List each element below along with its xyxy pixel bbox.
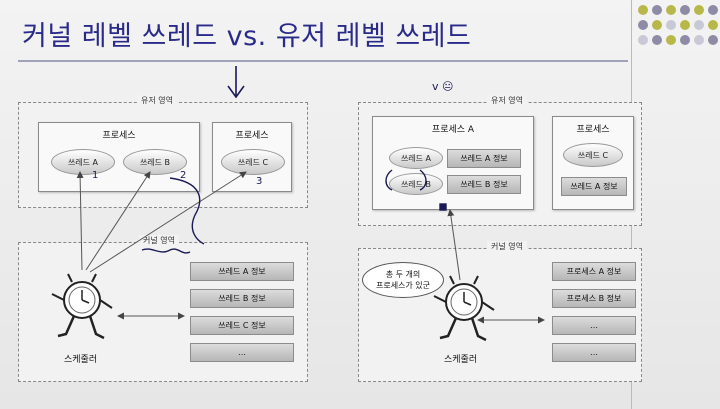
process-label: 프로세스 — [102, 131, 136, 141]
thread-a-oval: 쓰레드 A — [389, 147, 443, 169]
user-level-lines — [447, 209, 545, 324]
slide-title: 커널 레벨 쓰레드 vs. 유저 레벨 쓰레드 — [22, 21, 472, 52]
speech-bubble: 총 두 개의 프로세스가 있군 — [362, 262, 444, 298]
hand-arrow-icon — [227, 66, 245, 99]
user-region-label: 유저 영역 — [137, 95, 177, 106]
info-block: … — [552, 316, 636, 335]
process-label: 프로세스 A — [431, 125, 475, 135]
process-label: 프로세스 — [576, 125, 610, 135]
dot-icon — [652, 5, 662, 15]
dot-icon — [638, 35, 648, 45]
info-block: 쓰레드 B 정보 — [190, 289, 294, 308]
thread-c-oval: 쓰레드 C — [221, 149, 285, 175]
dot-icon — [666, 5, 676, 15]
decorative-dots — [638, 2, 720, 52]
scheduler-clock-icon — [433, 275, 495, 342]
scheduler-label: 스케줄러 — [64, 355, 98, 365]
hand-curve-icon — [141, 177, 205, 254]
title-divider — [18, 60, 628, 62]
thread-b-oval: 쓰레드 B — [123, 149, 187, 175]
scheduler-label: 스케줄러 — [444, 355, 478, 365]
annotation-note: v 😐 — [432, 80, 454, 93]
info-block: 쓰레드 C 정보 — [190, 316, 294, 335]
dot-icon — [638, 5, 648, 15]
scheduler-clock-icon — [51, 273, 113, 340]
kernel-level-process-box: 프로세스 쓰레드 A 쓰레드 B — [38, 122, 200, 192]
info-block: … — [552, 343, 636, 362]
dot-icon — [638, 20, 648, 30]
user-region-label: 유저 영역 — [487, 95, 527, 106]
dot-icon — [708, 20, 718, 30]
user-level-process-a-box: 프로세스 A 쓰레드 A 쓰레드 B 쓰레드 A 정보 쓰레드 B 정보 — [372, 116, 534, 210]
dot-icon — [666, 20, 676, 30]
thread-b-oval: 쓰레드 B — [389, 173, 443, 195]
dot-icon — [680, 35, 690, 45]
dot-icon — [680, 20, 690, 30]
dot-icon — [680, 5, 690, 15]
annotation-2: 2 — [180, 170, 187, 181]
user-level-process-box-2: 프로세스 쓰레드 C 쓰레드 A 정보 — [552, 116, 634, 210]
dot-icon — [652, 20, 662, 30]
info-block: 쓰레드 A 정보 — [447, 149, 521, 168]
dot-icon — [694, 35, 704, 45]
kernel-level-process-box-2: 프로세스 쓰레드 C — [212, 122, 292, 192]
kernel-region-label: 커널 영역 — [139, 235, 179, 246]
kernel-region-label: 커널 영역 — [487, 241, 527, 252]
dot-icon — [666, 35, 676, 45]
process-label: 프로세스 — [235, 131, 269, 141]
dot-icon — [708, 5, 718, 15]
annotation-1: 1 — [92, 170, 99, 181]
dot-icon — [708, 35, 718, 45]
bubble-line: 프로세스가 있군 — [375, 281, 431, 290]
annotation-3: 3 — [256, 176, 263, 187]
scheduler-thread-lines — [76, 171, 247, 320]
info-block: 쓰레드 A 정보 — [190, 262, 294, 281]
dot-icon — [694, 5, 704, 15]
bubble-line: 총 두 개의 — [385, 270, 421, 279]
hand-swap-icon — [385, 169, 447, 211]
dot-icon — [652, 35, 662, 45]
info-block: 쓰레드 A 정보 — [561, 177, 627, 196]
info-block: … — [190, 343, 294, 362]
info-block: 프로세스 B 정보 — [552, 289, 636, 308]
dot-icon — [694, 20, 704, 30]
info-block: 프로세스 A 정보 — [552, 262, 636, 281]
thread-c-oval: 쓰레드 C — [563, 143, 623, 167]
info-block: 쓰레드 B 정보 — [447, 175, 521, 194]
